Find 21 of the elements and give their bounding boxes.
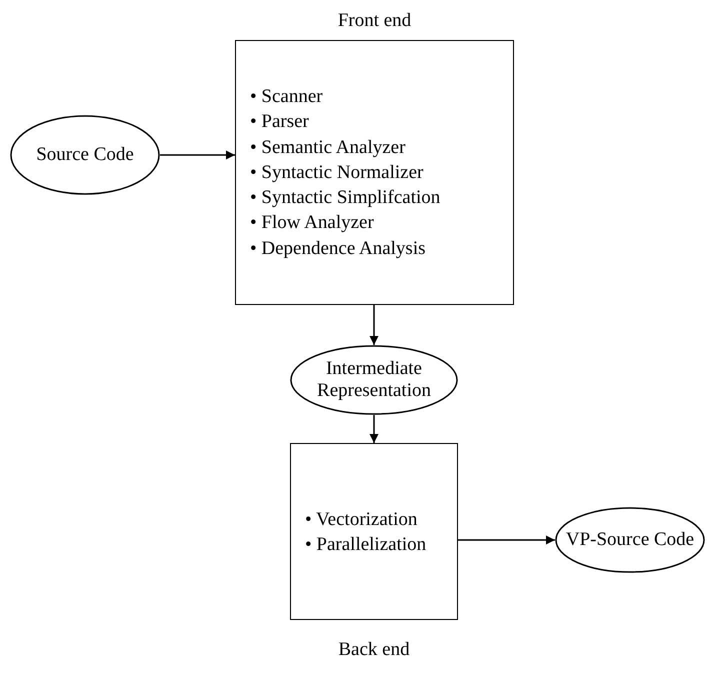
list-item: • Semantic Analyzer xyxy=(250,136,406,160)
node-label: Source Code xyxy=(36,144,134,166)
list-item: • Scanner xyxy=(250,85,324,109)
list-item: • Parallelization xyxy=(305,533,428,558)
arrow xyxy=(370,415,378,443)
arrow xyxy=(160,150,235,160)
list-item: • Vectorization xyxy=(305,508,418,532)
arrow xyxy=(458,536,555,544)
section-heading: Back end xyxy=(338,639,410,660)
ellipse-node xyxy=(555,507,705,573)
list-item: • Syntactic Normalizer xyxy=(250,160,424,185)
section-heading: Front end xyxy=(338,10,412,31)
ellipse-node xyxy=(10,115,160,195)
node-label: Intermediate Representation xyxy=(316,358,432,402)
node-label: VP-Source Code xyxy=(566,529,694,551)
arrow xyxy=(370,305,378,345)
ellipse-node xyxy=(290,345,458,415)
list-item: • Syntactic Simplifcation xyxy=(250,186,442,210)
list-item: • Dependence Analysis xyxy=(250,236,426,261)
list-item: • Parser xyxy=(250,110,310,134)
list-item: • Flow Analyzer xyxy=(250,211,375,236)
